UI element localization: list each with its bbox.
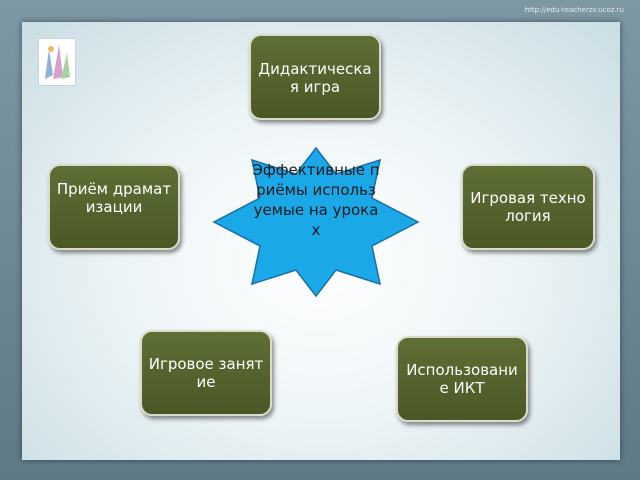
node-game-lesson-label: Игровое занятие: [148, 355, 264, 391]
source-url: http://edu-teacherzv.ucoz.ru: [524, 6, 624, 14]
node-ict-usage: Использование ИКТ: [396, 336, 528, 422]
node-didactic-game-label: Дидактическая игра: [258, 60, 372, 96]
node-game-technology: Игровая технология: [461, 164, 595, 250]
node-game-technology-label: Игровая технология: [470, 189, 586, 225]
node-game-lesson: Игровое занятие: [140, 330, 272, 416]
center-label: Эффективные приёмы используемые на урока…: [252, 161, 380, 239]
node-dramatization-label: Приём драматизации: [56, 180, 172, 216]
node-didactic-game: Дидактическая игра: [249, 34, 381, 120]
node-dramatization: Приём драматизации: [48, 164, 180, 250]
logo-icon: [38, 38, 76, 86]
node-ict-usage-label: Использование ИКТ: [406, 361, 518, 397]
center-star-shape: [212, 146, 420, 298]
